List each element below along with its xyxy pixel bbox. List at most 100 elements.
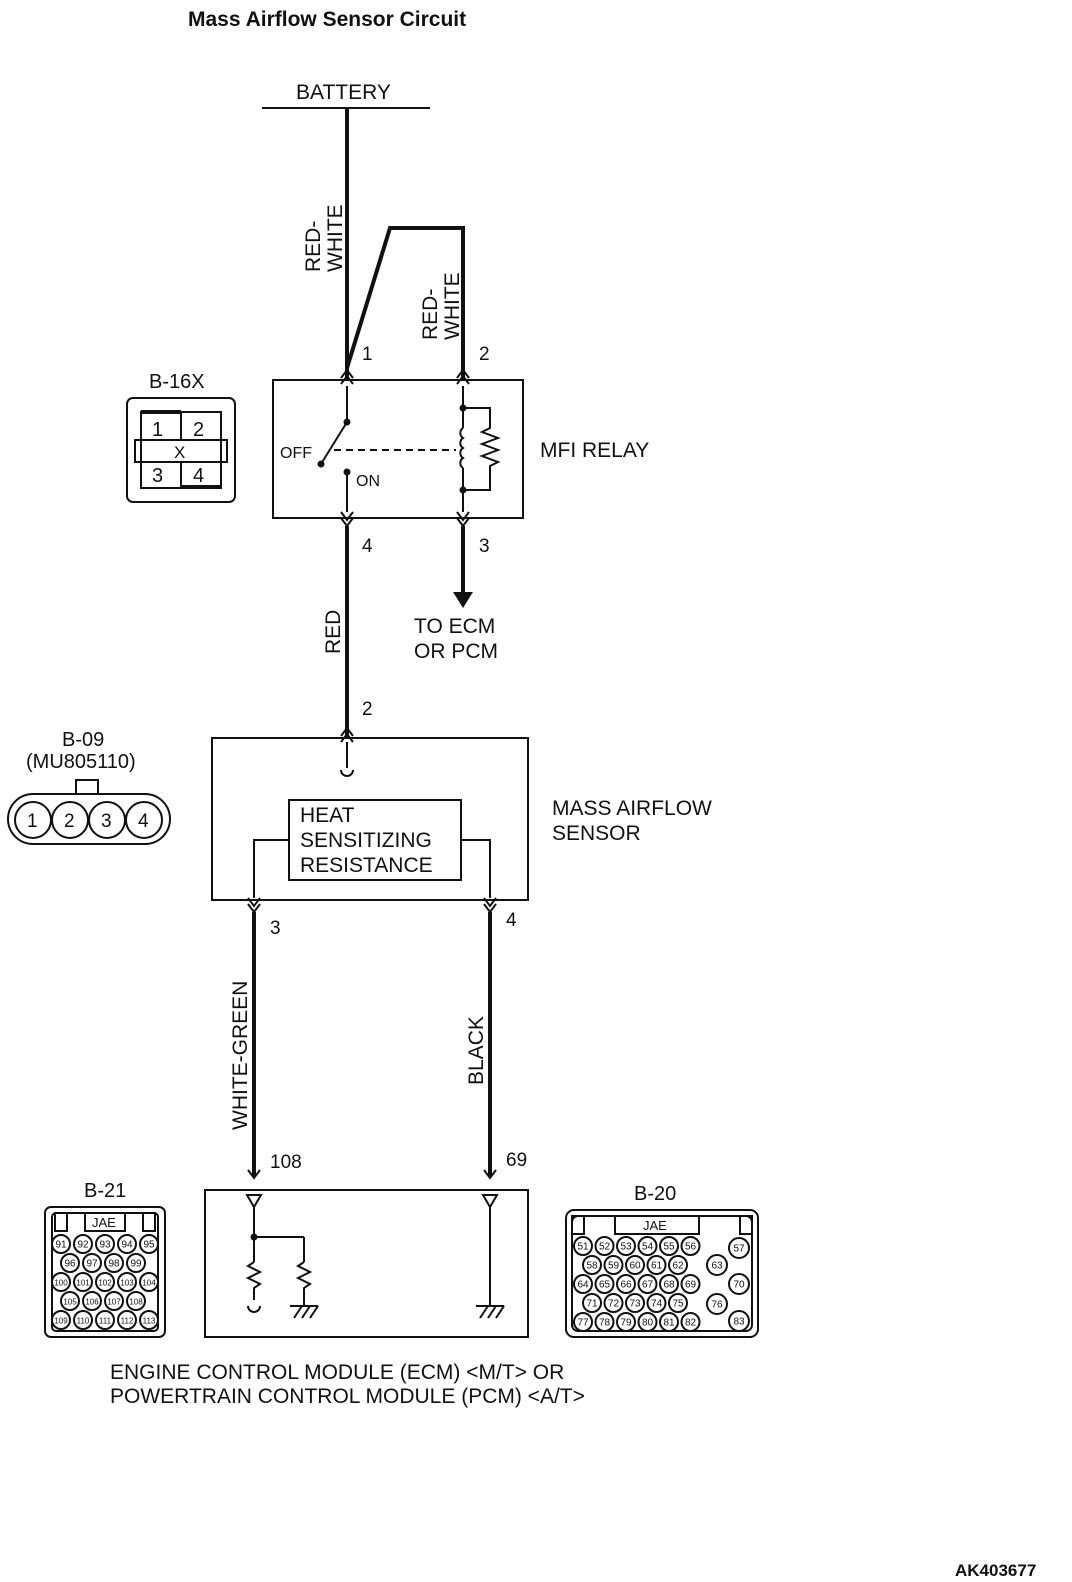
b21-pin: [95, 1310, 115, 1330]
b20-side-pin: [728, 1273, 750, 1295]
b21-pin-label: 96: [64, 1259, 76, 1270]
b20-pin: [680, 1236, 701, 1256]
b16x-connector: 1 2 X 3 4: [126, 397, 236, 503]
b21-pin-label: 109: [54, 1317, 68, 1326]
b21-pin-label: 101: [76, 1279, 90, 1288]
b20-pin-label: 67: [642, 1280, 654, 1291]
ground-hatch: [495, 1305, 505, 1319]
b21-pin-label: 111: [99, 1317, 112, 1326]
hsr-label-3: RESISTANCE: [300, 854, 433, 877]
b20-pin-label: 56: [685, 1242, 697, 1253]
b09-pin: 4: [138, 811, 149, 832]
b20-pin-label: 58: [586, 1261, 598, 1272]
b20-side-pin: [728, 1237, 750, 1259]
b21-pin: [126, 1291, 146, 1311]
b20-side-pin: [706, 1254, 728, 1276]
ecm-input-triangle-1: [245, 1194, 263, 1209]
ecm-label-1: ENGINE CONTROL MODULE (ECM) <M/T> OR: [110, 1361, 564, 1384]
sensor-connector-arrow-3: [247, 897, 261, 908]
b20-pin-label: 68: [663, 1280, 675, 1291]
relay-switch-arm: [320, 421, 348, 465]
relay-pin-2: 2: [479, 344, 490, 365]
sensor-connector-arrow-b: [340, 732, 354, 743]
b20-pin-label: 78: [599, 1318, 611, 1329]
b20-pin: [625, 1255, 645, 1275]
b20-pin: [582, 1255, 602, 1275]
ecm-resistor-2: [295, 1261, 313, 1306]
b20-side-pin-label: 70: [733, 1280, 745, 1291]
wire-label-line: WHITE: [324, 204, 347, 272]
ecm-connector-arrow-1: [247, 1169, 261, 1180]
b20-pin-label: 72: [608, 1299, 620, 1310]
b20-pin-label: 52: [599, 1242, 611, 1253]
sensor-pin-4: 4: [506, 910, 517, 931]
b20-pin: [646, 1255, 667, 1275]
b21-pin-label: 94: [121, 1240, 133, 1251]
b20-pin: [594, 1236, 615, 1256]
b20-pin-label: 75: [672, 1299, 684, 1310]
b20-maker: JAE: [643, 1218, 667, 1233]
b20-pin: [680, 1274, 701, 1294]
b20-pin-label: 60: [629, 1261, 641, 1272]
sensor-lead-right: [461, 839, 491, 898]
ecm-open-end: [247, 1305, 261, 1313]
b21-pin-label: 107: [107, 1298, 121, 1307]
relay-connector-arrow-3: [456, 511, 470, 522]
b20-pin-label: 80: [642, 1318, 654, 1329]
b20-pin: [616, 1274, 636, 1294]
b21-pin-label: 113: [143, 1317, 156, 1326]
b21-pin: [82, 1253, 102, 1273]
relay-output-label-2: OR PCM: [414, 640, 498, 663]
b21-pin-label: 102: [98, 1279, 112, 1288]
b20-pin-label: 53: [620, 1242, 632, 1253]
b20-pin-label: 74: [651, 1299, 663, 1310]
ground-hatch: [479, 1305, 489, 1319]
mass-airflow-sensor-box: [211, 737, 529, 901]
hsr-label-2: SENSITIZING: [300, 829, 432, 852]
b21-pin-label: 108: [129, 1298, 143, 1307]
relay-connector-arrow-4: [340, 511, 354, 522]
sensor-pin-2: 2: [362, 699, 373, 720]
b21-maker: JAE: [92, 1215, 116, 1230]
relay-connector-arrow-2: [456, 368, 470, 379]
b20-pin-label: 79: [620, 1318, 632, 1329]
b21-pin-label: 105: [63, 1298, 77, 1307]
b20-pin-label: 73: [629, 1299, 641, 1310]
b20-pin: [637, 1236, 658, 1256]
b21-pin-label: 100: [54, 1279, 68, 1288]
b20-pin: [659, 1236, 679, 1256]
b20-label: B-20: [634, 1183, 676, 1205]
b20-side-pin-label: 63: [711, 1261, 723, 1272]
figure-code: AK403677: [955, 1561, 1036, 1580]
b20-pin: [594, 1312, 615, 1332]
ground-hatch: [301, 1305, 311, 1319]
wire-label-black: BLACK: [465, 1016, 488, 1085]
b20-side-pin-label: 57: [733, 1244, 745, 1255]
b20-pin-label: 81: [663, 1318, 675, 1329]
b21-pin-label: 104: [142, 1279, 156, 1288]
b21-pin-label: 112: [121, 1317, 134, 1326]
relay-switch-off-contact: [317, 460, 325, 468]
b20-pin: [646, 1293, 667, 1313]
sensor-connector-arrow: [340, 726, 354, 737]
wire-label-line: BLACK: [465, 1016, 488, 1085]
b20-pin-label: 82: [685, 1318, 697, 1329]
wire-label-line: RED: [322, 610, 345, 654]
ecm-label-2: POWERTRAIN CONTROL MODULE (PCM) <A/T>: [110, 1385, 585, 1408]
b21-pin-label: 106: [85, 1298, 99, 1307]
b20-pin-label: 66: [620, 1280, 632, 1291]
b21-pin-label: 99: [130, 1259, 142, 1270]
relay-connector-arrow-2b: [456, 374, 470, 385]
b09-pin: 1: [27, 811, 38, 832]
relay-pin-4: 4: [362, 536, 373, 557]
b09-connector: 1 2 3 4: [7, 779, 171, 845]
relay-coil: [459, 427, 465, 469]
b20-pin: [668, 1255, 688, 1275]
b21-pin: [95, 1272, 115, 1292]
b20-pin: [680, 1312, 701, 1332]
relay-pin-1: 1: [362, 344, 373, 365]
b20-side-pin-label: 76: [711, 1300, 723, 1311]
b20-pin: [582, 1293, 602, 1313]
